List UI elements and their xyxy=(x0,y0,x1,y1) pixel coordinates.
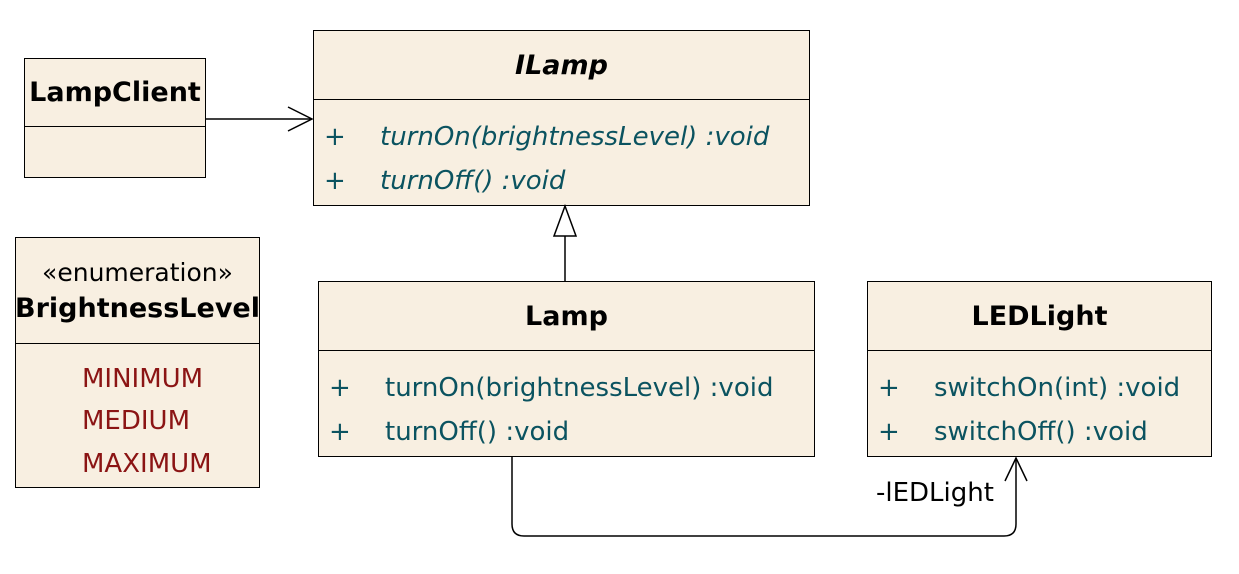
operation-signature: turnOff() :void xyxy=(385,417,570,447)
ledlight-class[interactable]: LEDLight + switchOn(int) :void + switchO… xyxy=(867,281,1212,457)
lamp-header: Lamp xyxy=(319,282,814,351)
brightnesslevel-class-name: BrightnessLevel xyxy=(15,292,260,324)
operation-signature: turnOff() :void xyxy=(380,166,566,196)
ledlight-operation: + switchOn(int) :void xyxy=(868,373,1211,403)
ledlight-header: LEDLight xyxy=(868,282,1211,351)
visibility-marker: + xyxy=(878,373,900,403)
ledlight-class-name: LEDLight xyxy=(971,300,1108,332)
visibility-marker: + xyxy=(329,417,351,447)
lamp-ilamp-realization[interactable] xyxy=(552,203,578,281)
ilamp-interface[interactable]: ILamp + turnOn(brightnessLevel) :void + … xyxy=(313,30,810,206)
visibility-marker: + xyxy=(324,166,346,196)
operation-signature: turnOn(brightnessLevel) :void xyxy=(385,373,774,403)
lampclient-ilamp-arrow[interactable] xyxy=(206,106,314,132)
lamp-class-name: Lamp xyxy=(525,300,608,332)
enum-literal: MINIMUM xyxy=(82,364,204,394)
ledlight-operation: + switchOff() :void xyxy=(868,417,1211,447)
lamp-operation: + turnOff() :void xyxy=(319,417,814,447)
brightnesslevel-header: «enumeration» BrightnessLevel xyxy=(15,238,260,344)
visibility-marker: + xyxy=(878,417,900,447)
operation-signature: switchOff() :void xyxy=(934,417,1148,447)
ilamp-operation: + turnOn(brightnessLevel) :void xyxy=(314,122,809,152)
lampclient-class-name: LampClient xyxy=(29,77,201,108)
lamp-class[interactable]: Lamp + turnOn(brightnessLevel) :void + t… xyxy=(318,281,815,457)
lamp-operation: + turnOn(brightnessLevel) :void xyxy=(319,373,814,403)
enum-stereotype: «enumeration» xyxy=(42,257,233,287)
lampclient-header: LampClient xyxy=(25,59,205,127)
brightnesslevel-enum[interactable]: «enumeration» BrightnessLevel MINIMUM ME… xyxy=(15,237,260,488)
lamp-ledlight-association[interactable] xyxy=(511,456,1028,537)
visibility-marker: + xyxy=(329,373,351,403)
ilamp-header: ILamp xyxy=(314,31,809,100)
enum-literal: MEDIUM xyxy=(82,406,191,436)
lampclient-class[interactable]: LampClient xyxy=(24,58,206,178)
operation-signature: switchOn(int) :void xyxy=(934,373,1181,403)
enum-literal: MAXIMUM xyxy=(82,449,212,479)
visibility-marker: + xyxy=(324,122,346,152)
ilamp-class-name: ILamp xyxy=(515,49,608,81)
ilamp-operation: + turnOff() :void xyxy=(314,166,809,196)
association-role-label: -lEDLight xyxy=(876,478,994,508)
operation-signature: turnOn(brightnessLevel) :void xyxy=(380,122,770,152)
